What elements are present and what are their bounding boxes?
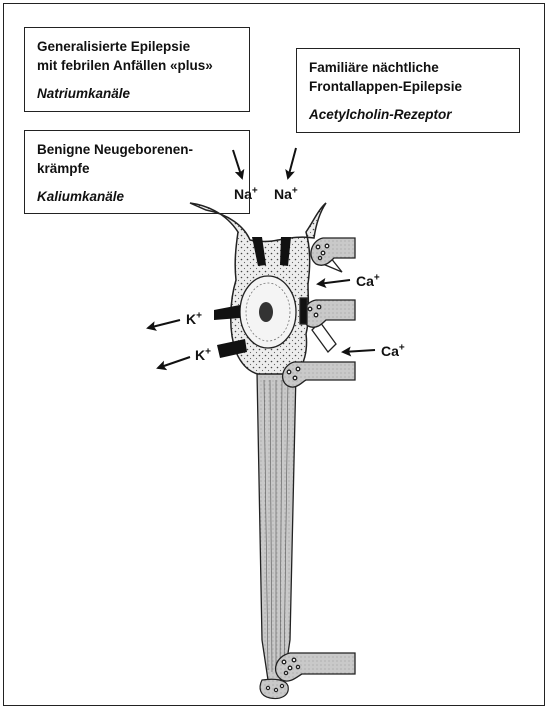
synaptic-terminal [281, 361, 356, 388]
arrow-k-out [146, 319, 181, 331]
ion-label-na: Na+ [274, 185, 298, 202]
box-title-line: Generalisierte Epilepsie [37, 39, 191, 54]
synaptic-terminal [310, 237, 356, 266]
nucleolus [259, 302, 273, 322]
ion-label-k: K+ [186, 310, 202, 327]
box-nocturnal-frontal-epilepsy: Familiäre nächtliche Frontallappen-Epile… [296, 48, 520, 133]
synaptic-terminal [274, 652, 356, 682]
ion-label-na: Na+ [234, 185, 258, 202]
box-title-line: Frontallappen-Epilepsie [309, 79, 463, 94]
ion-label-ca: Ca+ [381, 342, 405, 359]
box-neonatal-seizures: Benigne Neugeborenen- krämpfe Kaliumkanä… [24, 130, 250, 214]
potassium-channel [217, 339, 247, 358]
box-subtitle: Acetylcholin-Rezeptor [309, 107, 452, 122]
synaptic-terminal [299, 297, 356, 328]
ion-label-k: K+ [195, 346, 211, 363]
arrow-na-in [285, 147, 297, 180]
sodium-channel [252, 237, 266, 266]
box-generalized-epilepsy: Generalisierte Epilepsie mit febrilen An… [24, 27, 250, 112]
box-title-line: Familiäre nächtliche [309, 60, 439, 75]
box-title-line: krämpfe [37, 161, 90, 176]
sodium-channel [280, 237, 291, 266]
arrow-k-out [156, 356, 191, 371]
axon-fibers [263, 379, 289, 673]
figure-frame [3, 3, 545, 706]
axon-terminal [259, 678, 289, 700]
box-title-line: mit febrilen Anfällen «plus» [37, 58, 213, 73]
arrow-ca-in [341, 346, 376, 357]
box-subtitle: Natriumkanäle [37, 86, 131, 101]
ion-label-ca: Ca+ [356, 272, 380, 289]
axon [256, 371, 297, 681]
arrow-ca-in [316, 278, 351, 288]
box-title-line: Benigne Neugeborenen- [37, 142, 194, 157]
potassium-channel [214, 305, 240, 320]
box-subtitle: Kaliumkanäle [37, 189, 125, 204]
arrow-na-in [232, 149, 245, 180]
